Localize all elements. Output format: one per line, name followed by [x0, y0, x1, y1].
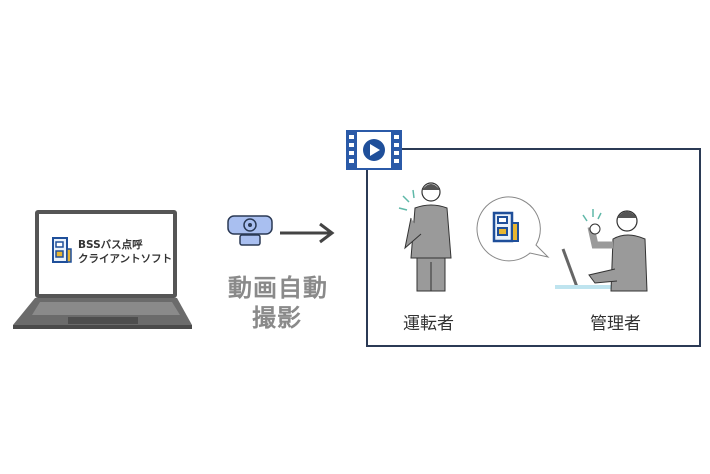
driver-label: 運転者	[403, 314, 454, 334]
manager-illustration	[555, 209, 648, 292]
driver-illustration	[398, 182, 452, 292]
app-name-line1: BSSバス点呼	[78, 239, 143, 251]
app-name-line2: クライアントソフト	[78, 253, 173, 265]
speech-bubble	[476, 196, 550, 262]
bss-logo-icon	[52, 237, 72, 263]
webcam-icon	[227, 215, 273, 246]
capture-label-line1: 動画自動	[228, 274, 328, 302]
video-play-icon	[346, 130, 402, 170]
manager-label: 管理者	[590, 314, 641, 334]
laptop-illustration	[13, 210, 192, 329]
arrow-right-icon	[280, 222, 335, 244]
video-frame	[366, 148, 701, 347]
bss-logo-icon	[492, 211, 519, 243]
capture-label-line2: 撮影	[252, 304, 302, 332]
